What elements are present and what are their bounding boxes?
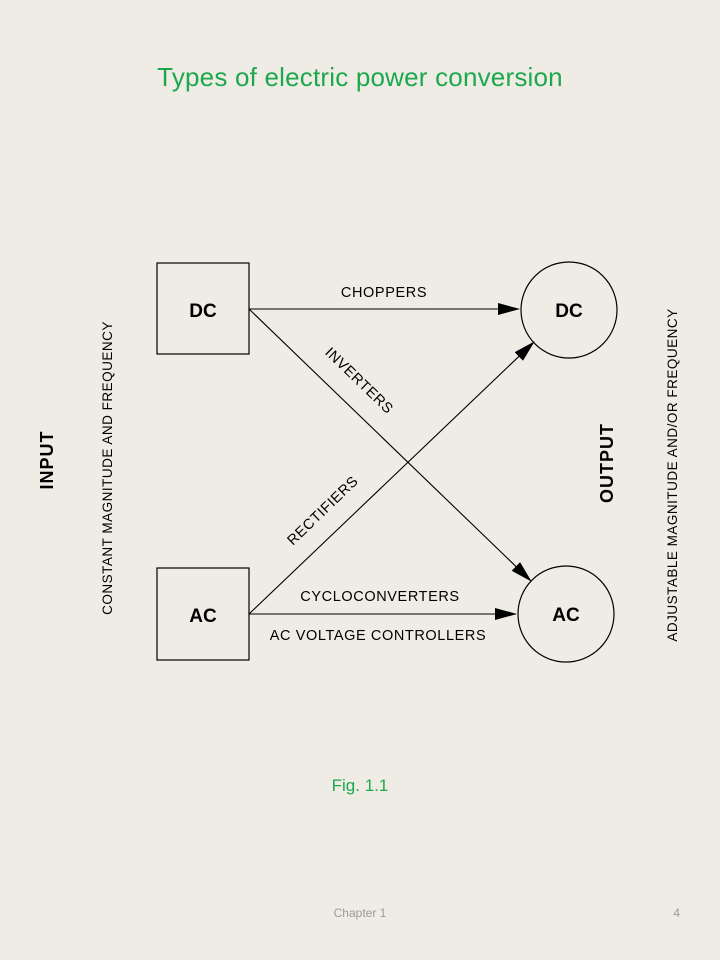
inverters-arrow [248,308,532,582]
footer-chapter: Chapter 1 [333,906,387,920]
rectifiers-arrow [248,341,535,615]
inverters-label: INVERTERS [322,345,397,418]
output-ac-label: AC [552,605,580,626]
output-dc-circle [520,261,618,359]
choppers-label: CHOPPERS [341,285,427,301]
rectifiers-label: RECTIFIERS [285,473,362,549]
ac-voltage-controllers-label: AC VOLTAGE CONTROLLERS [270,628,487,644]
input-ac-label: AC [189,606,217,627]
output-dc-label: DC [555,301,583,322]
input-title: INPUT [37,431,57,490]
input-dc-label: DC [189,301,217,322]
cycloconverters-label: CYCLOCONVERTERS [300,589,459,605]
footer-page-number: 4 [673,906,680,920]
figure-caption: Fig. 1.1 [331,776,389,795]
input-subtitle: CONSTANT MAGNITUDE AND FREQUENCY [100,321,115,615]
slide-title: Types of electric power conversion [157,62,563,92]
output-subtitle: ADJUSTABLE MAGNITUDE AND/OR FREQUENCY [665,308,680,641]
output-ac-circle [517,565,615,663]
output-title: OUTPUT [597,423,617,503]
